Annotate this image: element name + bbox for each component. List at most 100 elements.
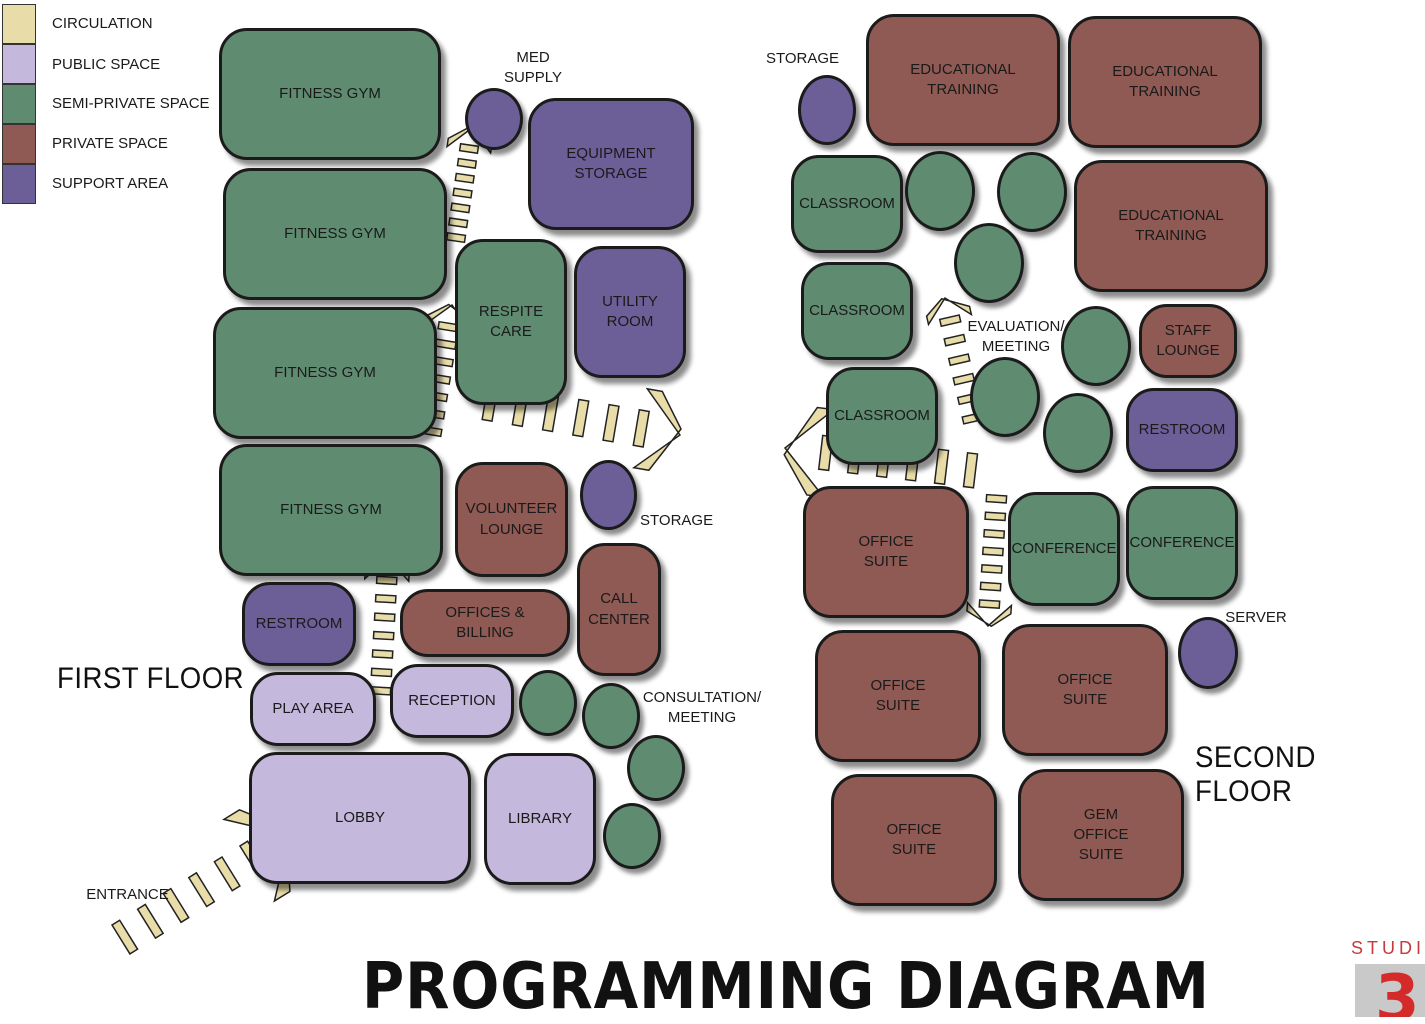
room-conference-1: CONFERENCE (1008, 492, 1120, 606)
room-classroom-3: CLASSROOM (826, 367, 938, 465)
studio-logo: 3 (1355, 964, 1425, 1017)
room-office-suite-2: OFFICE SUITE (815, 630, 981, 762)
arrow-conference-down-segment (984, 511, 1007, 522)
room-educational-training-2: EDUCATIONAL TRAINING (1068, 16, 1262, 148)
room-fitness-gym-1: FITNESS GYM (219, 28, 441, 160)
room-call-center: CALL CENTER (577, 543, 661, 676)
room-fitness-gym-4: FITNESS GYM (219, 444, 443, 576)
room-play-area: PLAY AREA (250, 672, 376, 746)
arrow-gym-med-segment (450, 202, 471, 214)
room-staff-lounge: STAFF LOUNGE (1139, 304, 1237, 378)
label-storage-second: STORAGE (765, 50, 840, 67)
legend-swatch-support (2, 164, 36, 204)
arrow-entrance-segment (213, 855, 241, 892)
arrow-respite-storage-segment (602, 403, 620, 443)
eval-circle-6 (1043, 393, 1113, 473)
arrow-respite-gym-segment (434, 338, 457, 351)
arrow-reception-up-segment (372, 630, 395, 641)
arrow-entrance-segment (136, 903, 165, 940)
legend-label-semi-private: SEMI-PRIVATE SPACE (52, 95, 210, 112)
second-floor-heading: SECOND FLOOR (1195, 741, 1316, 808)
storage-circle (580, 460, 637, 530)
room-fitness-gym-3: FITNESS GYM (213, 307, 437, 439)
arrow-conference-down-segment (985, 493, 1008, 504)
label-server: SERVER (1225, 609, 1287, 626)
consultation-circle-1 (519, 670, 577, 736)
arrow-respite-storage-segment (571, 398, 590, 438)
arrow-reception-up-segment (374, 593, 397, 604)
label-storage-first: STORAGE (640, 512, 714, 529)
legend-swatch-public (2, 44, 36, 84)
arrow-gym-med-segment (458, 142, 480, 155)
room-educational-training-1: EDUCATIONAL TRAINING (866, 14, 1060, 146)
eval-circle-2 (997, 152, 1067, 232)
arrow-eval-segment (943, 333, 967, 347)
room-conference-2: CONFERENCE (1126, 486, 1238, 600)
arrow-gym-med-segment (456, 157, 478, 169)
room-lobby: LOBBY (249, 752, 471, 884)
room-volunteer-lounge: VOLUNTEER LOUNGE (455, 462, 568, 577)
arrow-conference-down-segment (978, 599, 1001, 610)
room-library: LIBRARY (484, 753, 596, 885)
consultation-circle-4 (603, 803, 661, 869)
room-equipment-storage: EQUIPMENT STORAGE (528, 98, 694, 230)
arrow-reception-up-segment (371, 649, 394, 659)
arrow-conference-down-segment (981, 546, 1004, 557)
label-consultation: CONSULTATION/ MEETING (642, 689, 762, 727)
studio-logo-number: 3 (1375, 964, 1420, 1017)
storage-circle-second (798, 75, 856, 145)
room-office-suite-1: OFFICE SUITE (803, 486, 969, 618)
med-supply-circle (465, 88, 523, 150)
arrow-reception-up-segment (375, 575, 398, 586)
legend-label-public: PUBLIC SPACE (52, 56, 161, 73)
room-fitness-gym-2: FITNESS GYM (223, 168, 447, 300)
arrow-reception-up-segment (370, 667, 393, 678)
consultation-circle-2 (582, 683, 640, 749)
legend-label-support: SUPPORT AREA (52, 175, 169, 192)
arrow-gym-med-segment (447, 217, 469, 229)
label-med-supply: MED SUPPLY (503, 49, 563, 87)
eval-circle-1 (905, 151, 975, 231)
room-restroom-second: RESTROOM (1126, 388, 1238, 472)
arrow-respite-storage-segment (632, 408, 651, 448)
legend-swatch-semi-private (2, 84, 36, 124)
eval-circle-3 (954, 223, 1024, 303)
arrow-classroom-out-segment (962, 451, 979, 489)
room-office-suite-3: OFFICE SUITE (1002, 624, 1168, 756)
label-entrance: ENTRANCE (86, 886, 169, 903)
room-classroom-2: CLASSROOM (801, 262, 913, 360)
legend-label-private: PRIVATE SPACE (52, 135, 168, 152)
arrow-gym-med-segment (454, 172, 475, 184)
first-floor-heading: FIRST FLOOR (57, 662, 245, 695)
arrow-eval-head (925, 296, 973, 327)
arrow-conference-down-segment (983, 528, 1006, 539)
room-classroom-1: CLASSROOM (791, 155, 903, 253)
studio-logo-text: STUDI (1351, 938, 1425, 958)
server-circle (1178, 617, 1238, 689)
arrow-entrance-segment (110, 919, 139, 955)
label-evaluation: EVALUATION/ MEETING (967, 318, 1065, 356)
room-educational-training-3: EDUCATIONAL TRAINING (1074, 160, 1268, 292)
legend-swatch-private (2, 124, 36, 164)
arrow-gym-med-segment (452, 187, 473, 199)
room-respite-care: RESPITE CARE (455, 239, 567, 405)
room-office-suite-4: OFFICE SUITE (831, 774, 997, 906)
room-restroom-first: RESTROOM (242, 582, 356, 666)
arrow-respite-storage-head (631, 387, 682, 472)
legend-label-circulation: CIRCULATION (52, 15, 153, 32)
room-offices-billing: OFFICES & BILLING (400, 589, 570, 657)
eval-circle-5 (970, 357, 1040, 437)
arrow-entrance-segment (162, 887, 190, 924)
arrow-gym-med-segment (445, 231, 467, 244)
legend-swatch-circulation (2, 4, 36, 44)
consultation-circle-3 (627, 735, 685, 801)
room-utility-room: UTILITY ROOM (574, 246, 686, 378)
arrow-gym-med (445, 126, 493, 244)
arrow-conference-down (966, 493, 1013, 628)
diagram-title: PROGRAMMING DIAGRAM (362, 950, 1210, 1024)
room-reception: RECEPTION (390, 664, 514, 738)
arrow-eval-segment (938, 314, 962, 328)
arrow-reception-up-segment (373, 612, 396, 623)
arrow-conference-down-segment (979, 581, 1002, 592)
room-gem-office-suite: GEM OFFICE SUITE (1018, 769, 1184, 901)
